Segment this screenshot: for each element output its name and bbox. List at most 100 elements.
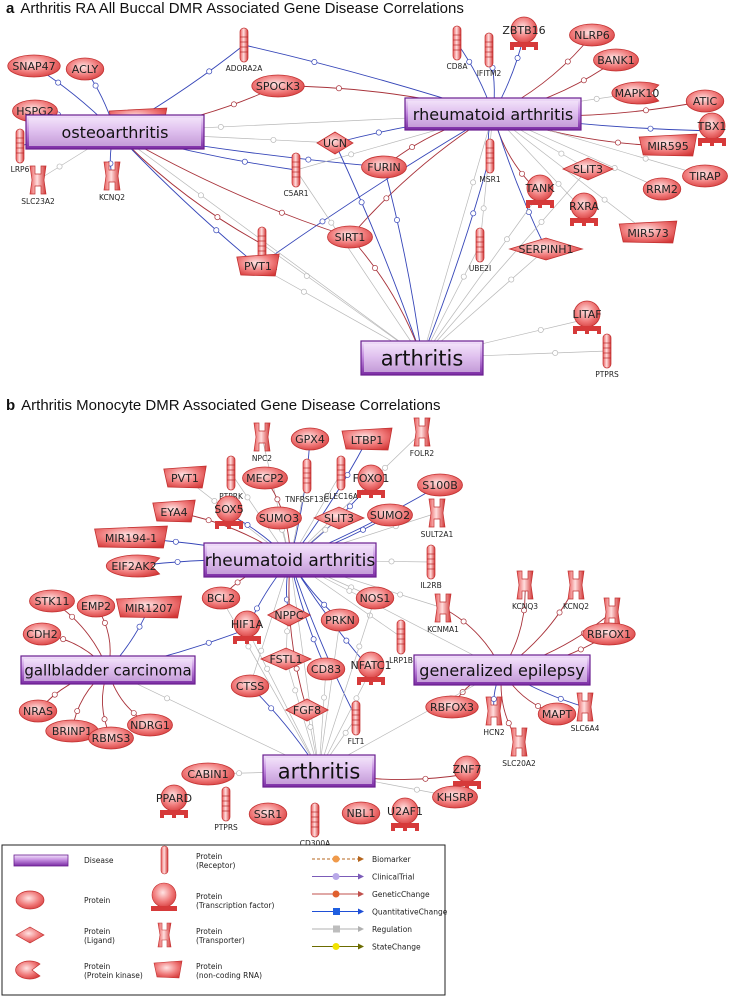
gene-node-a-mir573[interactable]: MIR573 (618, 220, 678, 244)
gene-node-b-folr2[interactable]: FOLR2 (410, 417, 435, 458)
gene-node-b-sumo3[interactable]: SUMO3 (256, 506, 302, 530)
gene-node-b-ctss[interactable]: CTSS (230, 674, 270, 698)
gene-node-b-emp2[interactable]: EMP2 (76, 594, 116, 618)
gene-node-a-kcnq2[interactable]: KCNQ2 (99, 161, 125, 202)
gene-node-a-mapk10[interactable]: MAPK10 (611, 81, 660, 105)
gene-node-a-ptprs[interactable]: PTPRS (595, 333, 619, 379)
gene-node-b-hcn2[interactable]: HCN2 (483, 696, 505, 737)
gene-node-a-tbx1[interactable]: TBX1 (697, 112, 727, 146)
gene-node-b-nos1[interactable]: NOS1 (355, 586, 395, 610)
gene-node-a-spock3[interactable]: SPOCK3 (251, 74, 305, 98)
gene-node-b-mir194-1[interactable]: MIR194-1 (94, 525, 168, 549)
disease-node-b-gallbladder-carcinoma[interactable]: gallbladder carcinoma (20, 655, 196, 685)
gene-node-b-nppc[interactable]: NPPC (266, 603, 312, 627)
gene-node-b-mir1207[interactable]: MIR1207 (115, 595, 183, 619)
gene-node-a-sirt1[interactable]: SIRT1 (327, 225, 373, 249)
gene-node-b-slc20a2[interactable]: SLC20A2 (502, 727, 536, 768)
gene-node-b-nfatc1[interactable]: NFATC1 (351, 651, 392, 685)
gene-node-b-cd83[interactable]: CD83 (306, 657, 346, 681)
gene-node-a-nlrp6[interactable]: NLRP6 (569, 23, 615, 47)
disease-node-b-generalized-epilepsy[interactable]: generalized epilepsy (413, 654, 591, 686)
gene-node-b-hif1a[interactable]: HIF1A (231, 610, 264, 644)
gene-node-b-s100b[interactable]: S100B (417, 473, 463, 497)
gene-node-b-il2rb[interactable]: IL2RB (420, 544, 442, 590)
gene-node-b-znf7[interactable]: ZNF7 (452, 755, 482, 789)
gene-node-a-lrp6[interactable]: LRP6 (11, 128, 30, 174)
gene-node-b-lrp1b[interactable]: LRP1B (389, 619, 413, 665)
gene-node-b-prkn[interactable]: PRKN (320, 608, 360, 632)
edge-marker-a-mir573 (601, 196, 608, 203)
gene-node-b-eif2ak2[interactable]: EIF2AK2 (105, 554, 161, 578)
gene-node-b-kcnq2[interactable]: KCNQ2 (563, 570, 589, 611)
gene-node-b-sumo2[interactable]: SUMO2 (367, 503, 413, 527)
disease-node-b-rheumatoid-arthritis[interactable]: rheumatoid arthritis (203, 542, 377, 578)
gene-node-b-mapt[interactable]: MAPT (537, 702, 577, 726)
disease-node-b-arthritis[interactable]: arthritis (262, 754, 376, 788)
gene-node-a-mir595[interactable]: MIR595 (638, 133, 698, 157)
gene-node-b-kcnma1[interactable]: KCNMA1 (427, 593, 459, 634)
gene-node-b-cabin1[interactable]: CABIN1 (181, 762, 235, 786)
gene-node-b-flt1[interactable]: FLT1 (348, 700, 365, 746)
gene-node-b-mecp2[interactable]: MECP2 (242, 466, 288, 490)
gene-node-b-ndrg1[interactable]: NDRG1 (127, 713, 173, 737)
gene-node-a-tirap[interactable]: TIRAP (682, 164, 728, 188)
gene-node-a-litaf[interactable]: LITAF (572, 300, 602, 334)
gene-node-a-atic[interactable]: ATIC (685, 89, 725, 113)
gene-node-a-snap47[interactable]: SNAP47 (7, 54, 61, 78)
gene-node-a-serpinh1[interactable]: SERPINH1 (508, 237, 584, 261)
gene-node-b-clec16a[interactable]: CLEC16A (324, 455, 359, 501)
edge-a-arthritis-osteoarthritis (114, 131, 423, 359)
gene-node-b-fstl1[interactable]: FSTL1 (260, 647, 312, 671)
gene-node-b-nbl1[interactable]: NBL1 (341, 801, 381, 825)
gene-node-b-ppard[interactable]: PPARD (156, 784, 192, 818)
gene-node-a-rxra[interactable]: RXRA (569, 192, 599, 226)
gene-node-b-khsrp[interactable]: KHSRP (432, 785, 478, 809)
legend-node-sub-4: (Receptor) (196, 861, 236, 870)
gene-node-a-ifitm2[interactable]: IFITM2 (477, 32, 502, 78)
gene-node-b-tnfrsf13c[interactable]: TNFRSF13C (284, 458, 329, 504)
gene-node-b-rbms3[interactable]: RBMS3 (88, 726, 134, 750)
gene-node-b-sox5[interactable]: SOX5 (214, 495, 244, 529)
gene-node-b-u2af1[interactable]: U2AF1 (387, 797, 423, 831)
gene-node-a-ube2i[interactable]: UBE2I (469, 227, 491, 273)
gene-node-b-sult2a1[interactable]: SULT2A1 (421, 498, 454, 539)
gene-node-a-ucn[interactable]: UCN (316, 131, 354, 155)
disease-node-a-osteoarthritis[interactable]: osteoarthritis (25, 114, 205, 150)
gene-node-b-eya4[interactable]: EYA4 (152, 499, 196, 523)
gene-node-b-rbfox3[interactable]: RBFOX3 (425, 695, 479, 719)
gene-node-a-rrm2[interactable]: RRM2 (642, 177, 682, 201)
gene-node-a-msr1[interactable]: MSR1 (479, 138, 501, 184)
disease-node-a-arthritis[interactable]: arthritis (360, 340, 484, 376)
gene-node-a-slc23a2[interactable]: SLC23A2 (21, 165, 55, 206)
gene-node-a-tank[interactable]: TANK (525, 174, 556, 208)
gene-node-b-ssr1[interactable]: SSR1 (248, 802, 288, 826)
gene-node-a-bank1[interactable]: BANK1 (593, 48, 639, 72)
gene-node-b-cdh2[interactable]: CDH2 (22, 622, 62, 646)
gene-node-a-adora2a[interactable]: ADORA2A (226, 27, 264, 73)
gene-node-a-zbtb16[interactable]: ZBTB16 (502, 16, 546, 50)
gene-node-b-fgf8[interactable]: FGF8 (284, 698, 330, 722)
gene-node-b-npc2[interactable]: NPC2 (252, 422, 272, 463)
gene-node-b-gpx4[interactable]: GPX4 (290, 427, 330, 451)
gene-node-b-bcl2[interactable]: BCL2 (201, 586, 241, 610)
gene-node-b-ptprk[interactable]: PTPRK (219, 455, 244, 501)
gene-node-b-slc6a4[interactable]: SLC6A4 (571, 692, 600, 733)
gene-node-b-rbfox1[interactable]: RBFOX1 (582, 622, 636, 646)
gene-node-a-furin[interactable]: FURIN (361, 155, 407, 179)
gene-node-b-ptprs[interactable]: PTPRS (214, 786, 238, 832)
gene-node-b-kcnq3[interactable]: KCNQ3 (512, 570, 538, 611)
gene-node-a-pvt1[interactable]: PVT1 (236, 253, 280, 277)
gene-node-b-nras[interactable]: NRAS (18, 699, 58, 723)
disease-node-a-rheumatoid-arthritis[interactable]: rheumatoid arthritis (404, 97, 582, 131)
gene-node-a-c5ar1[interactable]: C5AR1 (283, 152, 309, 198)
gene-node-a-acly[interactable]: ACLY (65, 57, 105, 81)
gene-node-b-slit3[interactable]: SLIT3 (313, 506, 365, 530)
gene-node-b-brinp1[interactable]: BRINP1 (45, 719, 99, 743)
gene-node-a-cd8a[interactable]: CD8A (447, 25, 469, 71)
gene-node-b-stk11[interactable]: STK11 (29, 589, 75, 613)
gene-node-b-ltbp1[interactable]: LTBP1 (341, 427, 393, 451)
gene-node-a-slit3[interactable]: SLIT3 (562, 157, 614, 181)
gene-node-b-pvt1[interactable]: PVT1 (163, 465, 207, 489)
gene-node-b-cd300a[interactable]: CD300A (300, 802, 331, 848)
gene-node-b-foxo1[interactable]: FOXO1 (353, 464, 390, 498)
